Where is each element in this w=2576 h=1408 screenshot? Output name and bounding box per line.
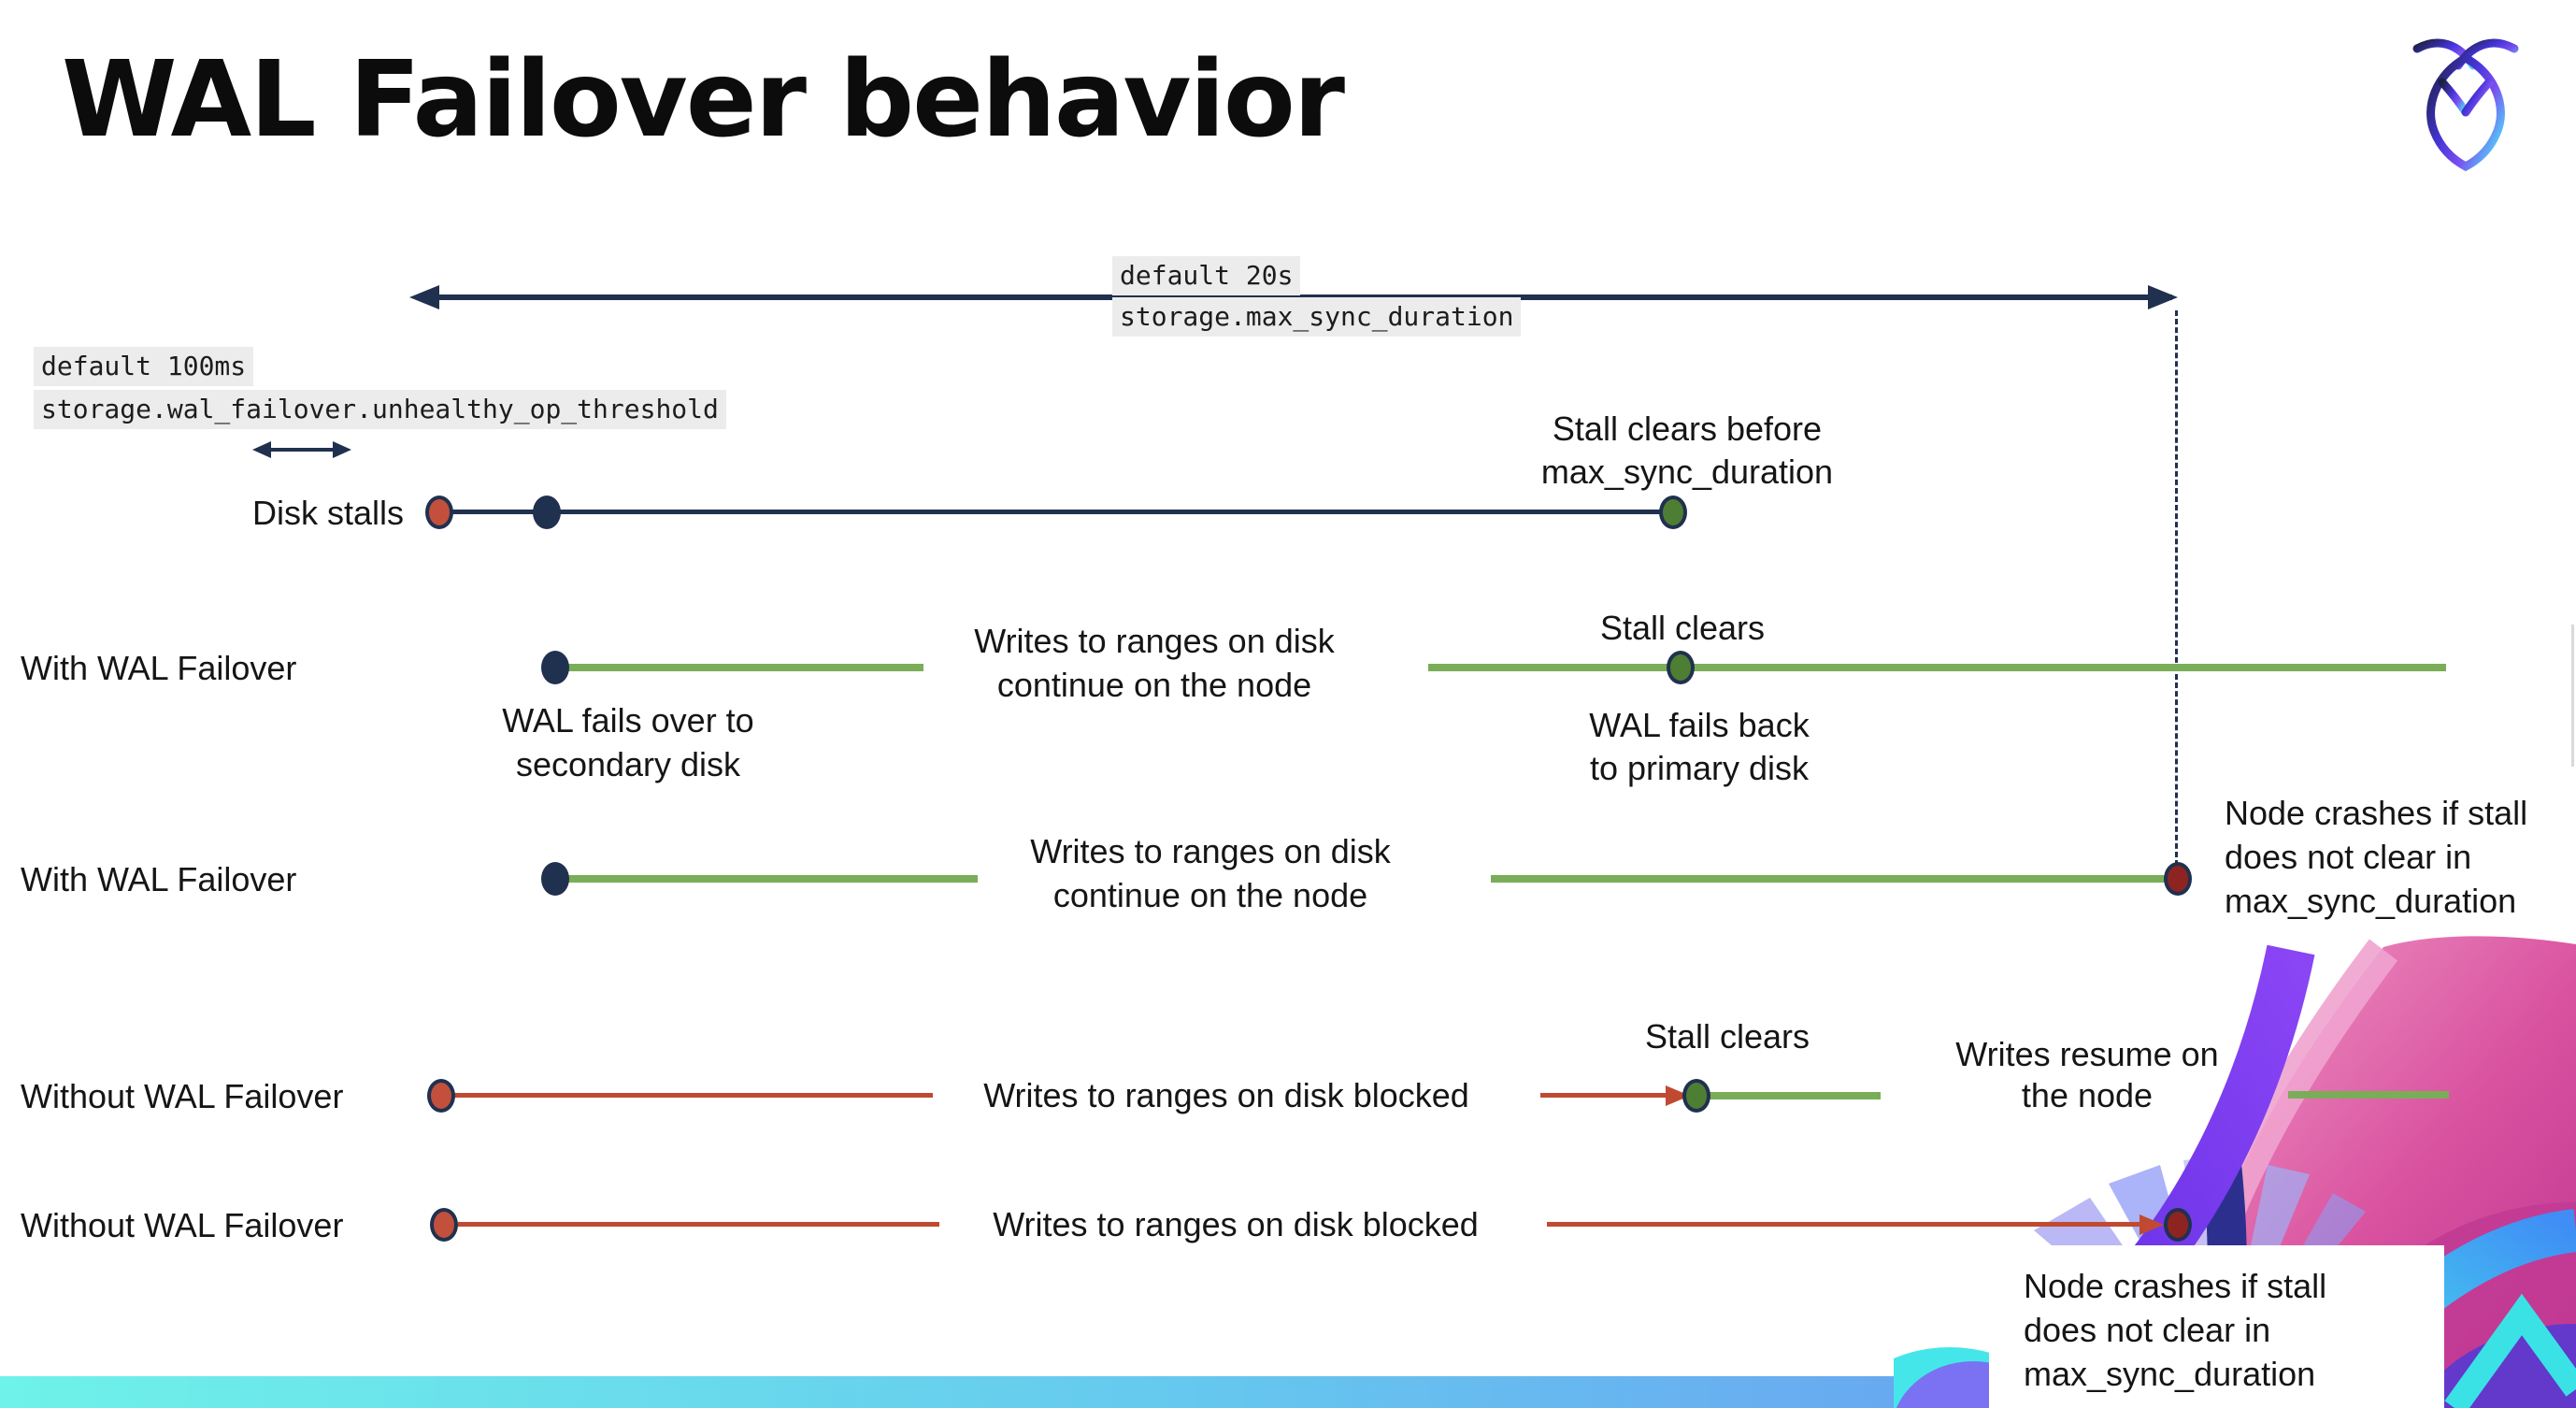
- writes-blocked-arrow-line-row5: [1547, 1222, 2143, 1227]
- writes-continue-line-row3-seg2: [1491, 875, 2172, 883]
- callout-node-crashes-row5: Node crashes if stall does not clear in …: [2024, 1267, 2327, 1393]
- unhealthy-op-arrow-line: [269, 448, 333, 452]
- callout-writes-blocked-row4: Writes to ranges on disk blocked: [983, 1076, 1469, 1114]
- writes-continue-line-row2-seg2: [1428, 664, 2446, 671]
- stall-clears-dot-row1: [1659, 496, 1687, 529]
- row-label-without-wal-failover-1: Without WAL Failover: [21, 1077, 344, 1115]
- unhealthy-op-arrow-left-head: [252, 441, 271, 458]
- max-sync-deadline-dashed-line: [2175, 310, 2178, 866]
- callout-writes-continue-row2: Writes to ranges on disk continue on the…: [974, 622, 1335, 704]
- writes-resume-line-row4-seg2: [2288, 1091, 2449, 1099]
- wal-failover-dot-row2: [541, 651, 569, 684]
- page-title: WAL Failover behavior: [62, 39, 1345, 161]
- callout-writes-continue-row3: Writes to ranges on disk continue on the…: [1030, 832, 1391, 914]
- max-sync-duration-arrow-right-head: [2148, 285, 2178, 309]
- callout-wal-fails-back: WAL fails back to primary disk: [1589, 706, 1810, 787]
- disk-stall-start-dot: [425, 496, 453, 529]
- writes-blocked-line-row5: [458, 1222, 939, 1227]
- writes-blocked-arrow-head-row5: [2140, 1214, 2164, 1235]
- node-crash-dot-row3: [2164, 862, 2192, 896]
- row-label-with-wal-failover-1: With WAL Failover: [21, 649, 297, 687]
- cockroachdb-logo-svg: [2412, 38, 2519, 172]
- unhealthy-op-arrow-right-head: [333, 441, 351, 458]
- stall-clears-dot-row2: [1667, 651, 1695, 684]
- page-edge-line: [2571, 625, 2574, 767]
- cockroachdb-logo-icon: [2396, 34, 2536, 174]
- disk-stalls-timeline: [439, 510, 1673, 514]
- max-sync-default-label: default 20s: [1112, 256, 1301, 295]
- node-crashes-note-box: [1989, 1245, 2444, 1408]
- row-label-disk-stalls: Disk stalls: [251, 494, 404, 532]
- callout-node-crashes-row3: Node crashes if stall does not clear in …: [2225, 794, 2528, 920]
- callout-stall-clears-before: Stall clears before max_sync_duration: [1540, 409, 1834, 491]
- writes-resume-line-row4-seg1: [1706, 1092, 1881, 1099]
- writes-blocked-line-row4: [454, 1093, 933, 1098]
- callout-wal-fails-over: WAL fails over to secondary disk: [502, 701, 754, 783]
- max-sync-setting-label: storage.max_sync_duration: [1112, 297, 1522, 337]
- disk-stall-dot-row5: [430, 1208, 458, 1242]
- wal-failover-dot-row3: [541, 862, 569, 896]
- failover-threshold-dot: [533, 496, 561, 529]
- callout-stall-clears-row2: Stall clears: [1599, 609, 1766, 647]
- stall-clears-dot-row4: [1682, 1079, 1710, 1113]
- callout-stall-clears-row4: Stall clears: [1644, 1017, 1810, 1056]
- unhealthy-op-setting-label: storage.wal_failover.unhealthy_op_thresh…: [34, 390, 726, 429]
- disk-stall-dot-row4: [427, 1079, 455, 1113]
- node-crash-dot-row5: [2164, 1208, 2192, 1242]
- unhealthy-op-default-label: default 100ms: [34, 347, 254, 386]
- writes-continue-line-row3-seg1: [561, 875, 978, 883]
- callout-writes-resume: Writes resume on the node: [1955, 1035, 2219, 1114]
- callout-writes-blocked-row5: Writes to ranges on disk blocked: [993, 1205, 1479, 1243]
- writes-continue-line-row2-seg1: [561, 664, 923, 671]
- row-label-with-wal-failover-2: With WAL Failover: [21, 860, 297, 898]
- writes-blocked-arrow-line-row4: [1540, 1093, 1669, 1098]
- max-sync-duration-arrow-left-head: [409, 285, 439, 309]
- row-label-without-wal-failover-2: Without WAL Failover: [21, 1206, 344, 1244]
